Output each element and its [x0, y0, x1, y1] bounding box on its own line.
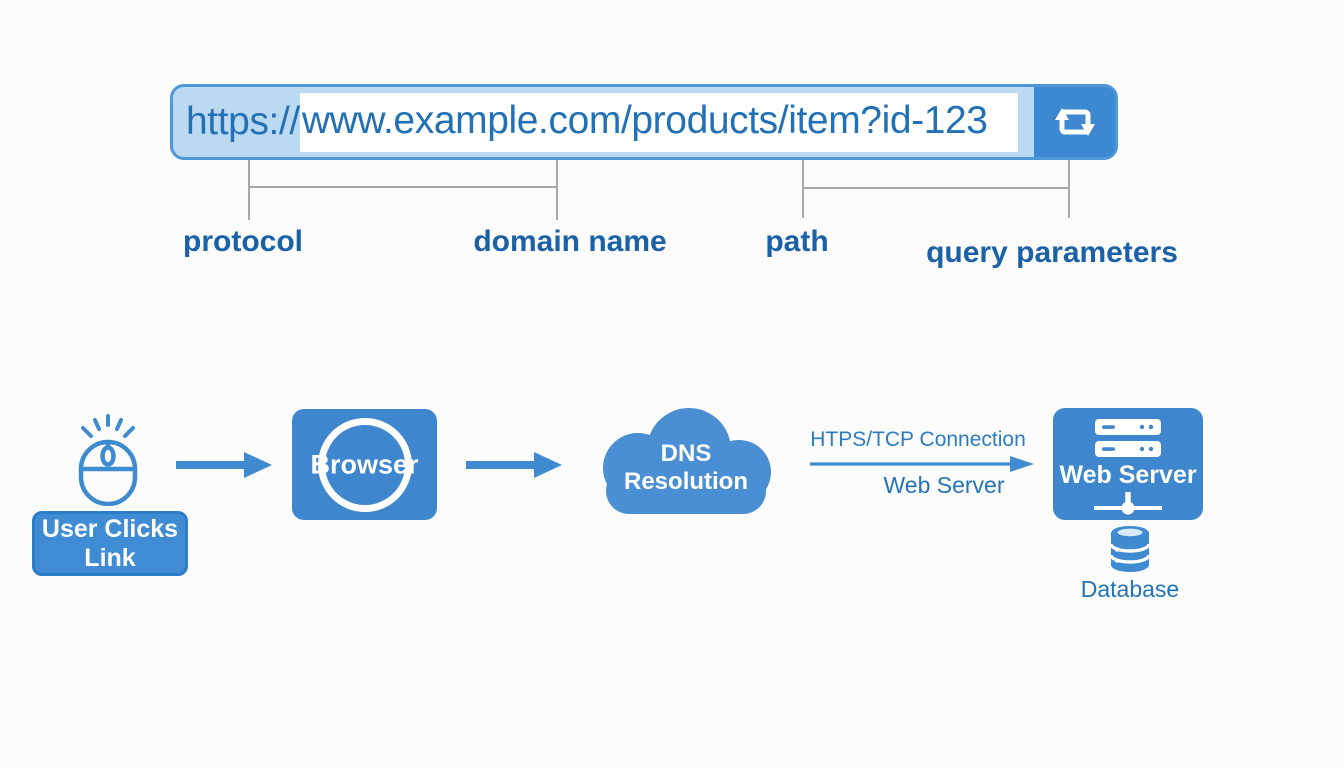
- dns-label-line2: Resolution: [624, 468, 748, 495]
- connector-line: [1068, 160, 1070, 218]
- database-label: Database: [1080, 576, 1180, 602]
- server-rack-icon: [1095, 419, 1161, 457]
- connector-line: [802, 160, 804, 218]
- label-protocol: protocol: [183, 225, 303, 258]
- url-highlighted-segment: www.example.com/products/item?id-123: [299, 92, 1018, 152]
- label-domain-name: domain name: [473, 225, 667, 258]
- dns-resolution-node: DNS Resolution: [594, 406, 778, 514]
- flow-arrow: [466, 452, 562, 478]
- database-icon: [1109, 526, 1151, 572]
- browser-node: Browser: [292, 409, 437, 520]
- browser-ring-icon: [317, 417, 412, 512]
- user-clicks-line1: User Clicks: [41, 514, 179, 543]
- web-server-node: Web Server: [1053, 408, 1203, 520]
- web-server-caption: Web Server: [883, 472, 1005, 498]
- cloud-icon: [603, 408, 771, 514]
- url-address-bar[interactable]: https://www.example.com/products/item?id…: [170, 84, 1118, 160]
- connector-line: [248, 186, 556, 188]
- flow-arrow: [176, 452, 272, 478]
- refresh-button[interactable]: [1034, 87, 1115, 157]
- mouse-click-icon: [78, 414, 138, 506]
- browser-label: Browser: [310, 449, 419, 479]
- label-path: path: [765, 225, 829, 258]
- connection-arrow: [810, 456, 1034, 472]
- user-clicks-link-node: User Clicks Link: [32, 511, 188, 576]
- connector-line: [802, 187, 1068, 189]
- url-input[interactable]: https://www.example.com/products/item?id…: [186, 87, 1018, 157]
- user-clicks-line2: Link: [84, 543, 136, 572]
- label-query-parameters: query parameters: [926, 236, 1178, 269]
- url-protocol-segment: https://: [186, 100, 300, 143]
- web-server-label: Web Server: [1059, 461, 1197, 489]
- connection-label: HTPS/TCP Connection: [810, 428, 1026, 451]
- network-node-icon: [1094, 492, 1162, 515]
- connector-line: [556, 160, 558, 220]
- dns-label-line1: DNS: [660, 440, 712, 467]
- repeat-icon: [1054, 108, 1095, 136]
- connector-line: [248, 160, 250, 220]
